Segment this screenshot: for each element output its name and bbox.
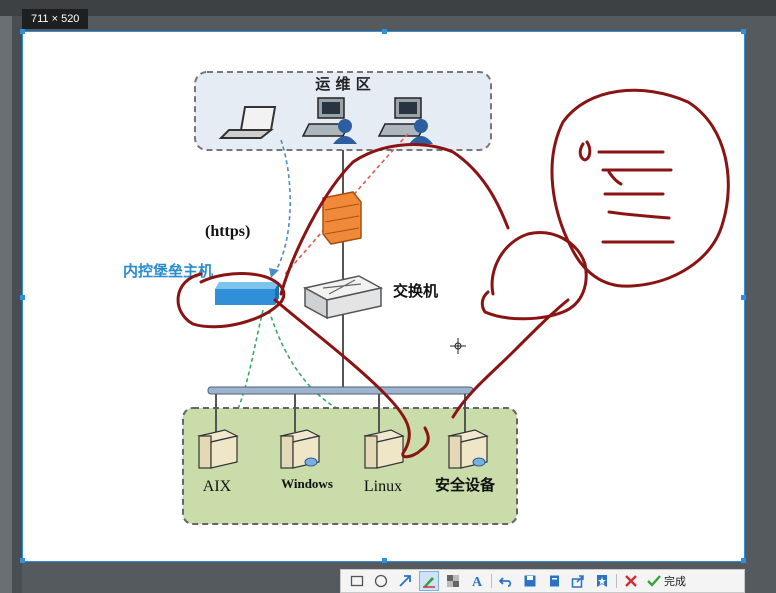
toolbar-divider: [491, 574, 492, 588]
server-bus: [207, 386, 474, 395]
resize-handle-bottom[interactable]: [382, 558, 387, 563]
selection-size-badge: 711 × 520: [22, 9, 89, 29]
server-label: AIX: [203, 478, 232, 495]
pen-tool-button[interactable]: [419, 571, 439, 591]
done-button[interactable]: 完成: [647, 573, 686, 589]
server-label: Windows: [281, 476, 333, 491]
pen-icon: [423, 577, 435, 588]
resize-handle-right[interactable]: [741, 295, 746, 300]
rectangle-icon: [350, 575, 364, 587]
done-label: 完成: [664, 575, 686, 588]
cancel-icon: [625, 575, 637, 587]
copy-button[interactable]: [544, 571, 564, 591]
crosshair-cursor-icon: [450, 338, 466, 354]
done-check-icon: [647, 575, 661, 587]
save-button[interactable]: [520, 571, 540, 591]
https-label: (https): [205, 223, 250, 240]
svg-text:A: A: [472, 575, 483, 588]
server-label: Linux: [364, 478, 402, 495]
resize-handle-top-left[interactable]: [20, 29, 25, 34]
save-icon: [524, 575, 536, 587]
arrow-icon: [399, 575, 411, 587]
access-flow-line: [234, 309, 264, 417]
top-strip: [0, 0, 776, 16]
server-icon: [363, 429, 405, 469]
freehand-annotation: [176, 88, 730, 459]
laptop-icon: [218, 106, 277, 139]
mosaic-icon: [447, 575, 459, 587]
bastion-host-icon: [215, 282, 279, 305]
undo-icon: [499, 577, 512, 587]
ops-zone-label: 运 维 区: [315, 75, 370, 93]
https-flow-line: [274, 139, 291, 273]
left-panel-edge: [0, 16, 12, 593]
server-icon: [279, 429, 321, 469]
resize-handle-bottom-right[interactable]: [741, 558, 746, 563]
capture-selection[interactable]: 运 维 区: [20, 29, 746, 563]
user-flow-line: [284, 133, 409, 275]
text-icon: A: [472, 575, 483, 588]
text-tool-button[interactable]: A: [467, 571, 487, 591]
share-icon: [571, 575, 584, 588]
server-label: 安全设备: [435, 476, 496, 494]
workstation-user-icon: [301, 97, 357, 144]
ellipse-tool-button[interactable]: [371, 571, 391, 591]
share-button[interactable]: [568, 571, 588, 591]
resize-handle-bottom-left[interactable]: [20, 558, 25, 563]
workstation-user-icon: [377, 97, 433, 144]
left-panel-shadow: [12, 16, 22, 593]
server-zone: [182, 407, 518, 525]
pin-icon: [597, 575, 607, 587]
switch-icon: [302, 275, 384, 320]
screenshot-toolbar: A 完成: [340, 569, 745, 593]
server-icon: [447, 429, 489, 469]
resize-handle-left[interactable]: [20, 295, 25, 300]
undo-button[interactable]: [496, 571, 516, 591]
copy-icon: [550, 575, 559, 587]
firewall-icon: [322, 191, 362, 245]
arrow-tool-button[interactable]: [395, 571, 415, 591]
toolbar-divider: [616, 574, 617, 588]
resize-handle-top-right[interactable]: [741, 29, 746, 34]
server-icon: [197, 429, 239, 469]
rectangle-tool-button[interactable]: [347, 571, 367, 591]
switch-label: 交换机: [393, 282, 438, 300]
cancel-button[interactable]: [621, 571, 641, 591]
bastion-label: 内控堡垒主机: [123, 262, 213, 280]
network-diagram: 运 维 区: [123, 71, 730, 525]
ellipse-icon: [374, 574, 388, 588]
pin-button[interactable]: [592, 571, 612, 591]
mosaic-tool-button[interactable]: [443, 571, 463, 591]
resize-handle-top[interactable]: [382, 29, 387, 34]
